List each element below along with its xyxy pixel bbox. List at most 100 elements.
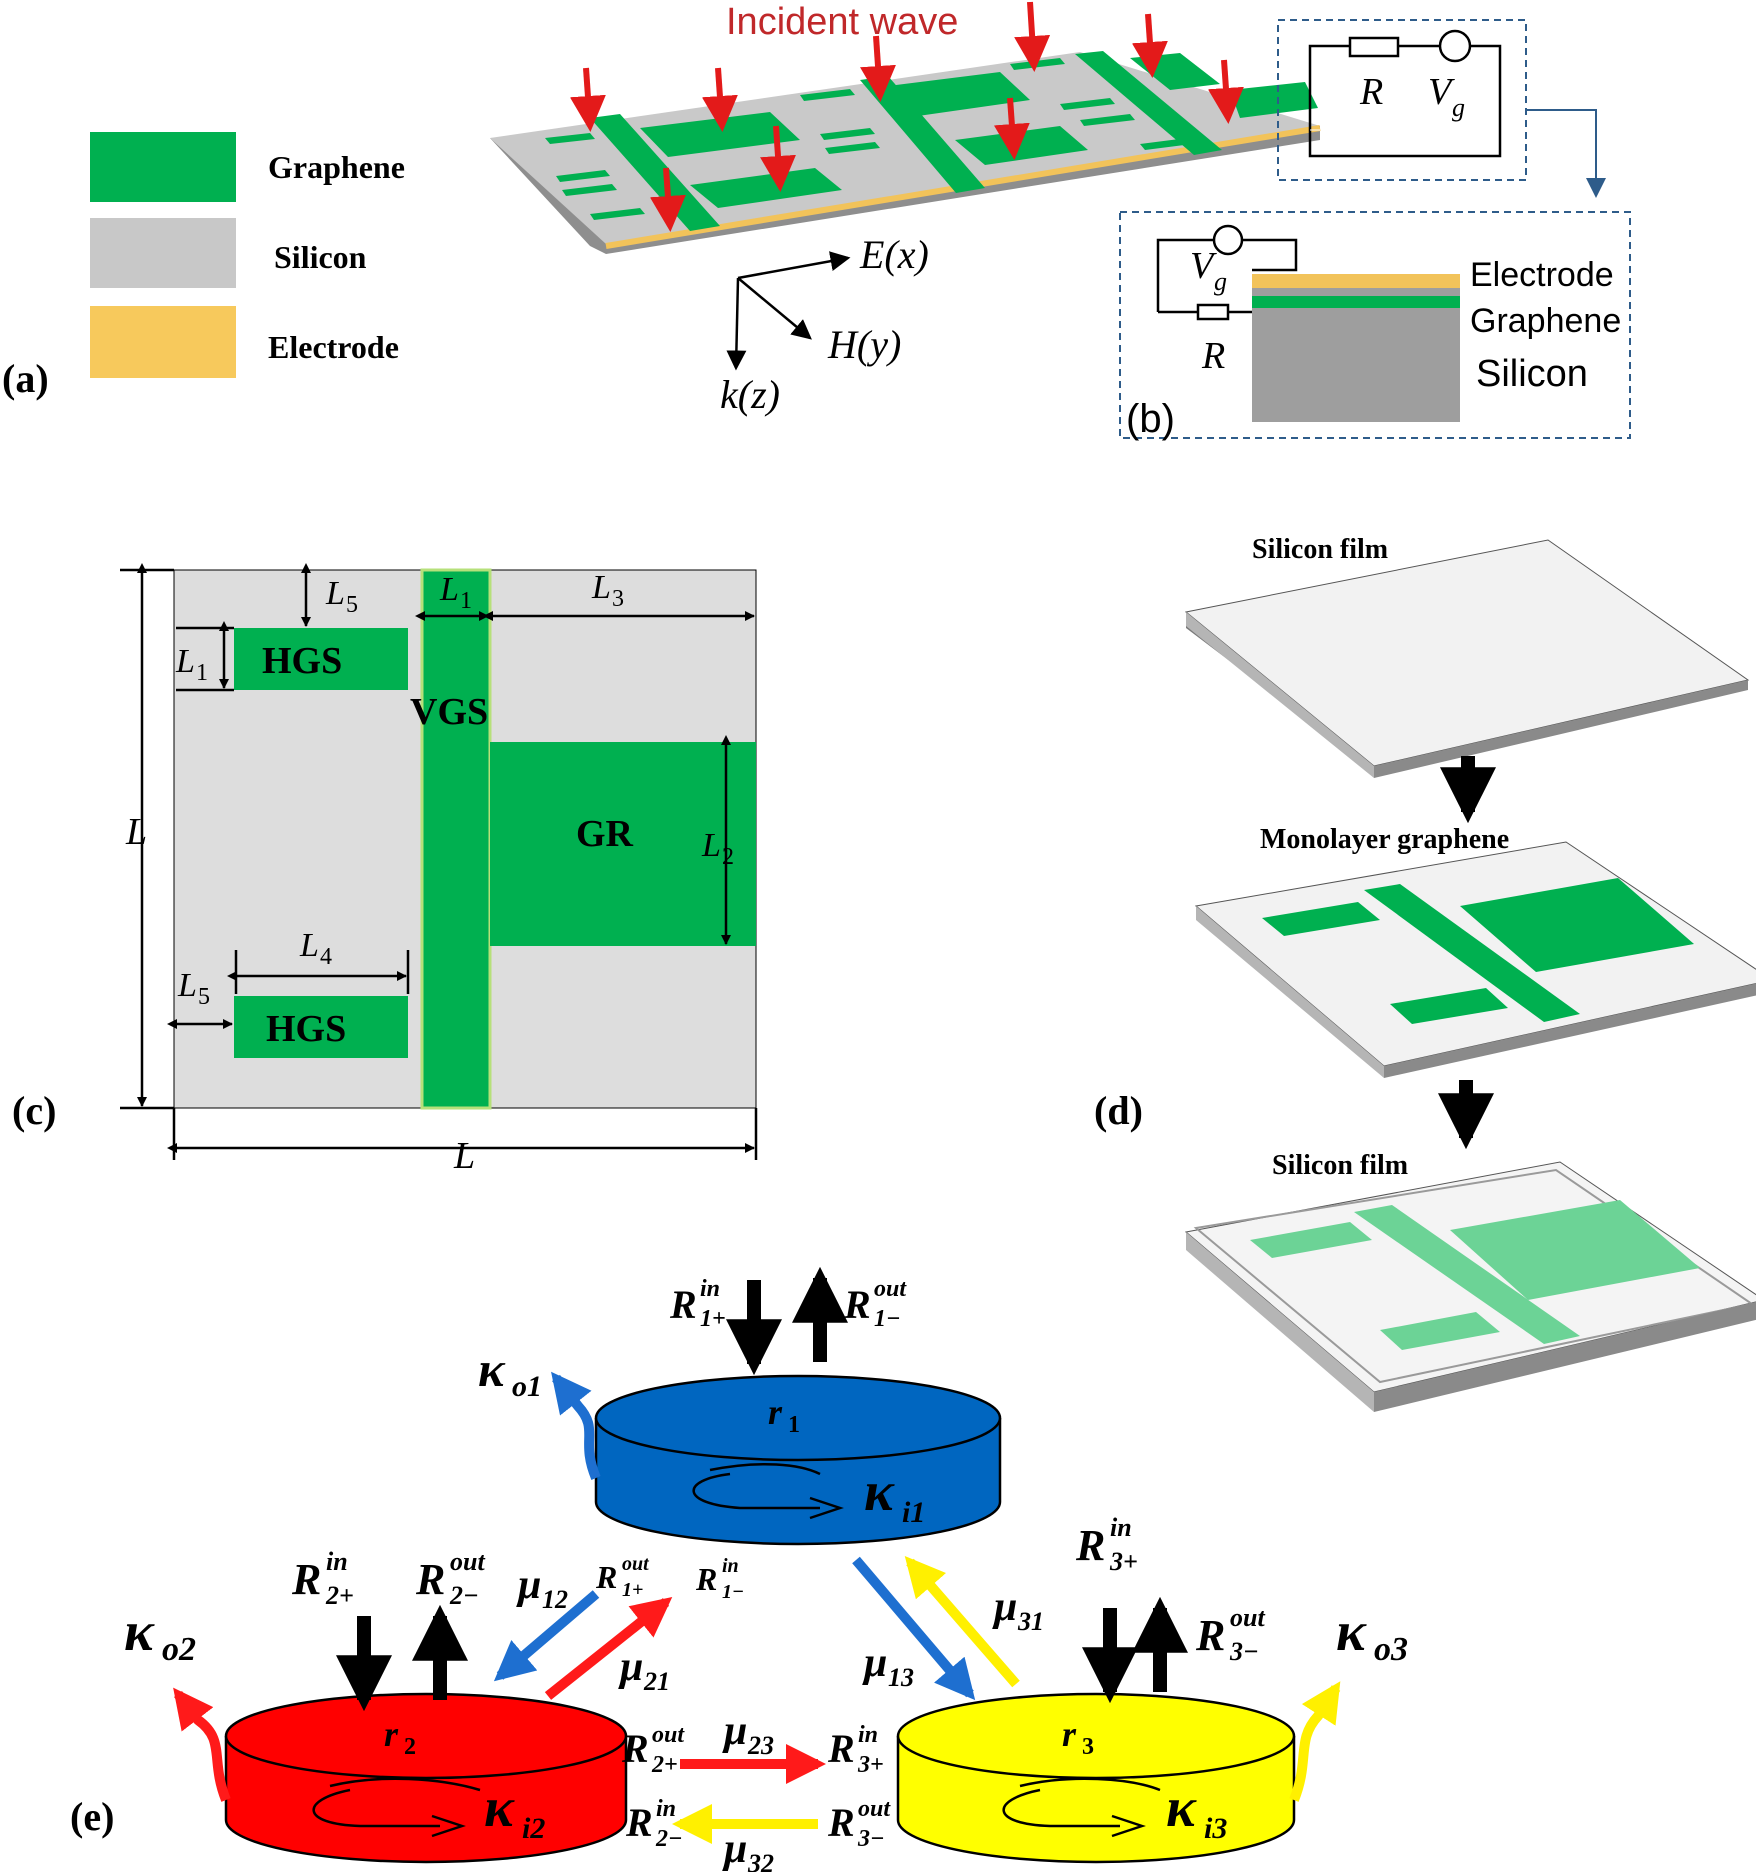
ko2-kappa: κ xyxy=(124,1601,155,1663)
R3m-out-b-sup: out xyxy=(858,1796,891,1822)
slab-hgs-1 xyxy=(545,133,595,144)
mu32-mu: μ xyxy=(722,1826,747,1872)
step1-slab-left xyxy=(1186,612,1374,778)
step2-hgs-top xyxy=(1262,902,1380,936)
ring-2-label-sub: 2 xyxy=(404,1734,416,1760)
circuit-b-wire-2 xyxy=(1242,238,1298,272)
circuit-box-a-frame xyxy=(1277,19,1527,181)
R1m-in-sup: in xyxy=(722,1555,739,1577)
R2m-out: R xyxy=(415,1555,445,1604)
ring-3-top xyxy=(896,1692,1296,1780)
step1-slab-top xyxy=(1184,539,1750,767)
ring-2-top xyxy=(224,1692,628,1780)
ring-3-circulation xyxy=(1002,1788,1120,1828)
circuit-b-resistor xyxy=(1196,303,1230,321)
panel-d: Silicon film Monolayer graphene Silicon … xyxy=(1094,534,1756,1412)
mu12-mu: μ xyxy=(516,1562,541,1608)
step3-label: Silicon film xyxy=(1272,1150,1408,1181)
step2-slab-front xyxy=(1384,983,1756,1078)
circuit-a-r-label: R xyxy=(1359,71,1383,113)
vgs-label: VGS xyxy=(410,691,488,733)
layer-label-electrode: Electrode xyxy=(1470,256,1614,294)
hgs-top-label: HGS xyxy=(262,640,342,682)
slab-hgs-5 xyxy=(800,89,855,101)
step1-label: Silicon film xyxy=(1252,534,1388,565)
hgs-top xyxy=(234,628,408,690)
ring-2-circulation-head xyxy=(431,1814,466,1838)
step3-hgs-bottom xyxy=(1380,1312,1500,1350)
ko1-sub: o1 xyxy=(512,1370,542,1403)
ki2-kappa: κ xyxy=(484,1777,515,1839)
slab-hgs-2 xyxy=(556,170,610,182)
slab-gr-1 xyxy=(640,112,800,157)
ring-1-circulation-top xyxy=(709,1463,821,1476)
axis-e-label: E(x) xyxy=(859,232,929,277)
dim-l-h-label: L xyxy=(453,1135,475,1177)
slab-hgs-10 xyxy=(1080,114,1135,126)
legend-swatch-graphene xyxy=(90,132,236,202)
R1m-in: R xyxy=(695,1561,717,1597)
slab-hgs-7 xyxy=(825,142,880,154)
ring-3-label: r xyxy=(1062,1714,1077,1754)
R1p-in-sub: 1+ xyxy=(700,1306,726,1332)
ring-2 xyxy=(224,1692,628,1864)
slab-hgs-3 xyxy=(562,184,617,196)
dim-l4-L: L xyxy=(299,927,319,964)
panel-b: V g R Electrode Graphene Silicon (b) xyxy=(1119,211,1631,441)
R2m-in-sub: 2− xyxy=(655,1826,683,1852)
circuit-a-v-sub: g xyxy=(1452,93,1465,122)
ki2-sub: i2 xyxy=(522,1812,545,1845)
ki1-sub: i1 xyxy=(902,1496,925,1529)
ring-1-label-sub: 1 xyxy=(788,1412,800,1438)
ko3-arrow xyxy=(1289,1681,1341,1802)
circuit-a-v-label: V xyxy=(1428,71,1455,113)
slab-hgs-6 xyxy=(820,128,875,140)
R2p-in-sub: 2+ xyxy=(325,1581,354,1610)
panel-c-tag: (c) xyxy=(12,1088,56,1133)
panel-c: HGS HGS VGS GR L L L 5 L xyxy=(12,563,758,1177)
R3m-out-b-sub: 3− xyxy=(857,1826,885,1852)
connector-arrow xyxy=(1526,109,1606,198)
R3p-in-b: R xyxy=(827,1726,855,1771)
dim-l3-sub: 3 xyxy=(612,586,624,612)
ko1-kappa: κ xyxy=(478,1341,506,1397)
ring-1-top xyxy=(594,1374,1002,1462)
dim-l3-L: L xyxy=(591,569,611,606)
mu21-mu: μ xyxy=(618,1644,643,1690)
mu32-sub: 32 xyxy=(747,1849,774,1872)
R2m-in: R xyxy=(625,1800,653,1845)
step2-hgs-bottom xyxy=(1390,988,1508,1024)
panel-e-tag: (e) xyxy=(70,1794,114,1839)
R3p-in-b-sub: 3+ xyxy=(857,1752,884,1778)
legend-label-silicon: Silicon xyxy=(274,239,367,275)
mu-labels: μ 12 μ 21 μ 13 μ 31 μ 23 μ 32 xyxy=(516,1562,1044,1872)
mu13-arrow xyxy=(852,1556,976,1701)
mu31-sub: 31 xyxy=(1017,1607,1044,1636)
layer-label-graphene: Graphene xyxy=(1470,302,1621,340)
slab-vgs-1 xyxy=(590,114,720,231)
wave-arrow-8 xyxy=(993,97,1030,160)
dim-l1-hgs-L: L xyxy=(175,643,195,680)
dim-l1-hgs-sub: 1 xyxy=(196,660,208,686)
mu12-sub: 12 xyxy=(542,1585,568,1614)
mu23-sub: 23 xyxy=(747,1731,774,1760)
mu31-mu: μ xyxy=(992,1584,1017,1630)
legend-label-electrode: Electrode xyxy=(268,329,399,365)
incident-wave-arrows xyxy=(569,1,1244,232)
mu13-mu: μ xyxy=(862,1640,887,1686)
R2m-out-sub: 2− xyxy=(449,1581,479,1610)
panel-b-frame xyxy=(1119,211,1631,439)
ring-3-label-sub: 3 xyxy=(1082,1734,1094,1760)
dim-l1-vgs-sub: 1 xyxy=(460,588,472,614)
mu21-arrow xyxy=(544,1597,673,1700)
slab-gr-6 xyxy=(1230,82,1318,118)
layer-graphene xyxy=(1252,296,1460,308)
R3p-in-sub: 3+ xyxy=(1109,1547,1138,1576)
slab-gr-3 xyxy=(888,72,1030,116)
R2m-in-sup: in xyxy=(656,1796,676,1822)
circuit-b-r-label: R xyxy=(1201,335,1225,377)
layer-electrode xyxy=(1252,274,1460,288)
slab-hgs-11 xyxy=(1140,137,1200,150)
ki3-kappa: κ xyxy=(1166,1777,1197,1839)
vgs-strip xyxy=(420,568,492,1110)
